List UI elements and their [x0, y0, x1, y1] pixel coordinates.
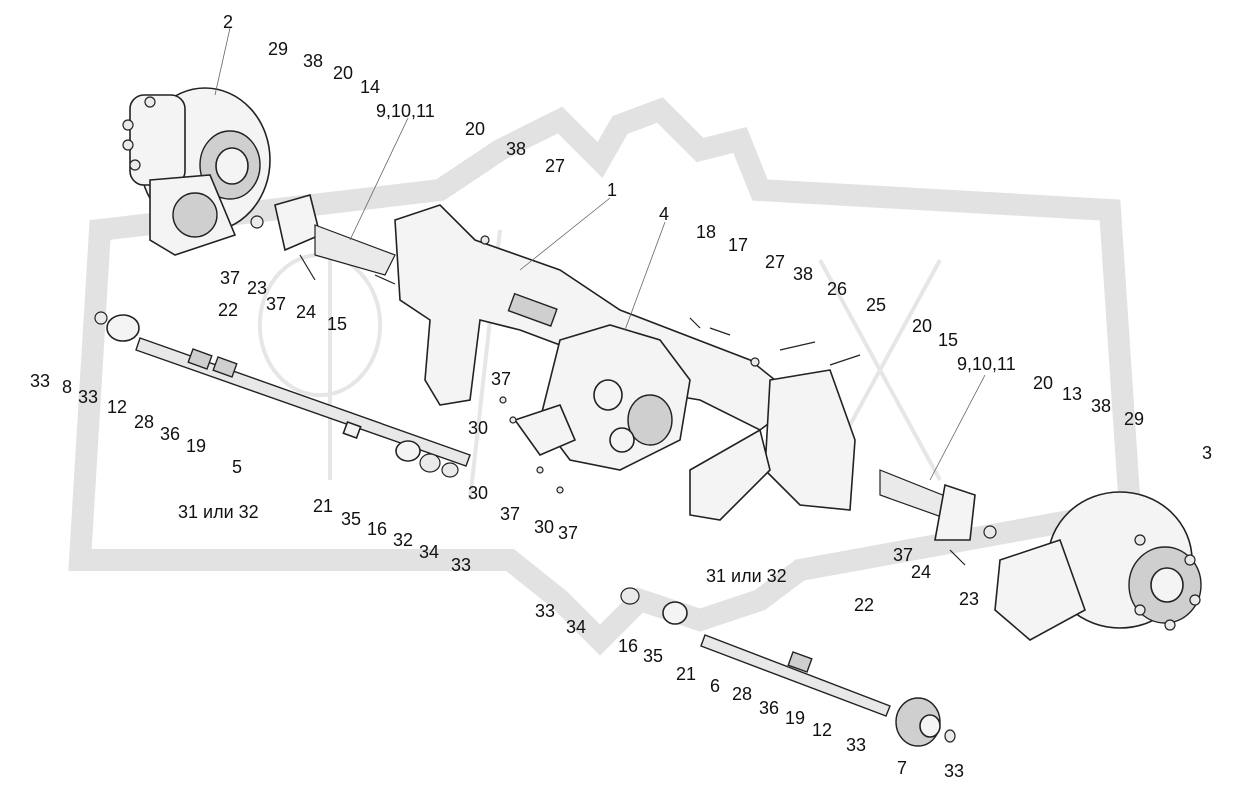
callout-3: 3	[1202, 443, 1212, 463]
callout-34: 34	[419, 542, 439, 562]
callout-1: 1	[607, 180, 617, 200]
callout-28: 28	[134, 412, 154, 432]
callout-12: 12	[812, 720, 832, 740]
callout-5: 5	[232, 457, 242, 477]
callout-labels: 2 29 38 20 14 9,10,11 20 38 27 1 4 18 17…	[30, 12, 1212, 781]
callout-31-or-32: 31 или 32	[178, 502, 259, 522]
clamp-left	[250, 194, 396, 285]
callout-29: 29	[268, 39, 288, 59]
callout-29: 29	[1124, 409, 1144, 429]
callout-30: 30	[534, 517, 554, 537]
callout-2: 2	[223, 12, 233, 32]
callout-14: 14	[360, 77, 380, 97]
callout-37: 37	[893, 545, 913, 565]
callout-19: 19	[785, 708, 805, 728]
callout-33: 33	[30, 371, 50, 391]
hub-assembly-right	[994, 491, 1202, 641]
callout-38: 38	[793, 264, 813, 284]
callout-9-10-11: 9,10,11	[957, 354, 1016, 374]
callout-33: 33	[535, 601, 555, 621]
callout-37: 37	[491, 369, 511, 389]
callout-37: 37	[266, 294, 286, 314]
callout-4: 4	[659, 204, 669, 224]
callout-23: 23	[959, 589, 979, 609]
callout-33: 33	[451, 555, 471, 575]
callout-26: 26	[827, 279, 847, 299]
callout-31-or-32: 31 или 32	[706, 566, 787, 586]
callout-36: 36	[759, 698, 779, 718]
callout-22: 22	[854, 595, 874, 615]
callout-30: 30	[468, 418, 488, 438]
callout-37: 37	[558, 523, 578, 543]
callout-33: 33	[846, 735, 866, 755]
callout-37: 37	[500, 504, 520, 524]
callout-16: 16	[618, 636, 638, 656]
callout-15: 15	[938, 330, 958, 350]
hub-assembly-left	[122, 87, 271, 256]
callout-8: 8	[62, 377, 72, 397]
callout-7: 7	[897, 758, 907, 778]
callout-38: 38	[1091, 396, 1111, 416]
callout-12: 12	[107, 397, 127, 417]
shaft-left	[94, 311, 471, 478]
callout-20: 20	[912, 316, 932, 336]
callout-19: 19	[186, 436, 206, 456]
callout-13: 13	[1062, 384, 1082, 404]
callout-33: 33	[944, 761, 964, 781]
callout-38: 38	[506, 139, 526, 159]
callout-38: 38	[303, 51, 323, 71]
callout-20: 20	[333, 63, 353, 83]
callout-23: 23	[247, 278, 267, 298]
watermark-gear	[68, 97, 1142, 656]
axle-frame	[394, 204, 856, 521]
callout-15: 15	[327, 314, 347, 334]
callout-28: 28	[732, 684, 752, 704]
callout-20: 20	[1033, 373, 1053, 393]
callout-21: 21	[676, 664, 696, 684]
center-gear-housing	[513, 324, 691, 471]
callout-27: 27	[765, 252, 785, 272]
callout-30: 30	[468, 483, 488, 503]
callout-35: 35	[643, 646, 663, 666]
callout-20: 20	[465, 119, 485, 139]
callout-9-10-11: 9,10,11	[376, 101, 435, 121]
callout-32: 32	[393, 530, 413, 550]
clamp-right	[689, 317, 997, 566]
callout-34: 34	[566, 617, 586, 637]
callout-25: 25	[866, 295, 886, 315]
callout-33: 33	[78, 387, 98, 407]
leader-lines	[214, 27, 986, 481]
callout-37: 37	[220, 268, 240, 288]
callout-17: 17	[728, 235, 748, 255]
shaft-right	[620, 587, 956, 747]
callout-6: 6	[710, 676, 720, 696]
callout-36: 36	[160, 424, 180, 444]
callout-21: 21	[313, 496, 333, 516]
callout-24: 24	[911, 562, 931, 582]
fasteners-center	[480, 235, 760, 494]
callout-35: 35	[341, 509, 361, 529]
callout-16: 16	[367, 519, 387, 539]
callout-24: 24	[296, 302, 316, 322]
callout-27: 27	[545, 156, 565, 176]
callout-22: 22	[218, 300, 238, 320]
callout-18: 18	[696, 222, 716, 242]
